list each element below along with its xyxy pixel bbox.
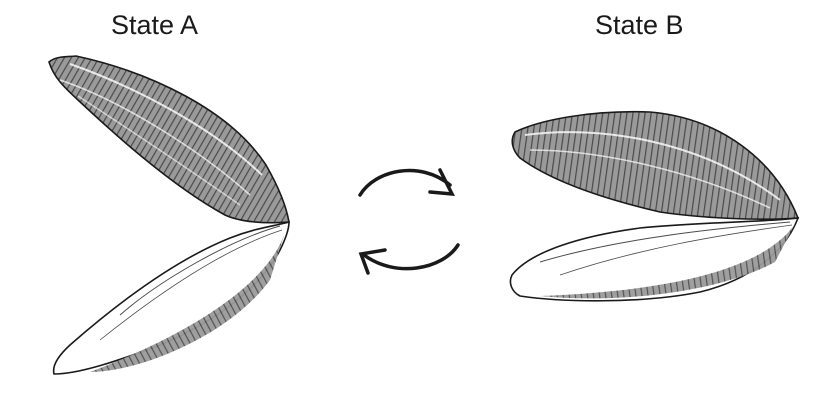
shell-state-a-icon [48, 55, 290, 375]
shell-a-upper-valve [48, 55, 290, 224]
state-b-label: State B [595, 10, 684, 40]
shell-state-b-icon [509, 110, 800, 302]
state-a-label: State A [111, 10, 199, 40]
arrow-backward-icon [358, 243, 460, 275]
arrow-forward-icon [358, 168, 455, 197]
shell-b-upper-valve [511, 110, 800, 220]
